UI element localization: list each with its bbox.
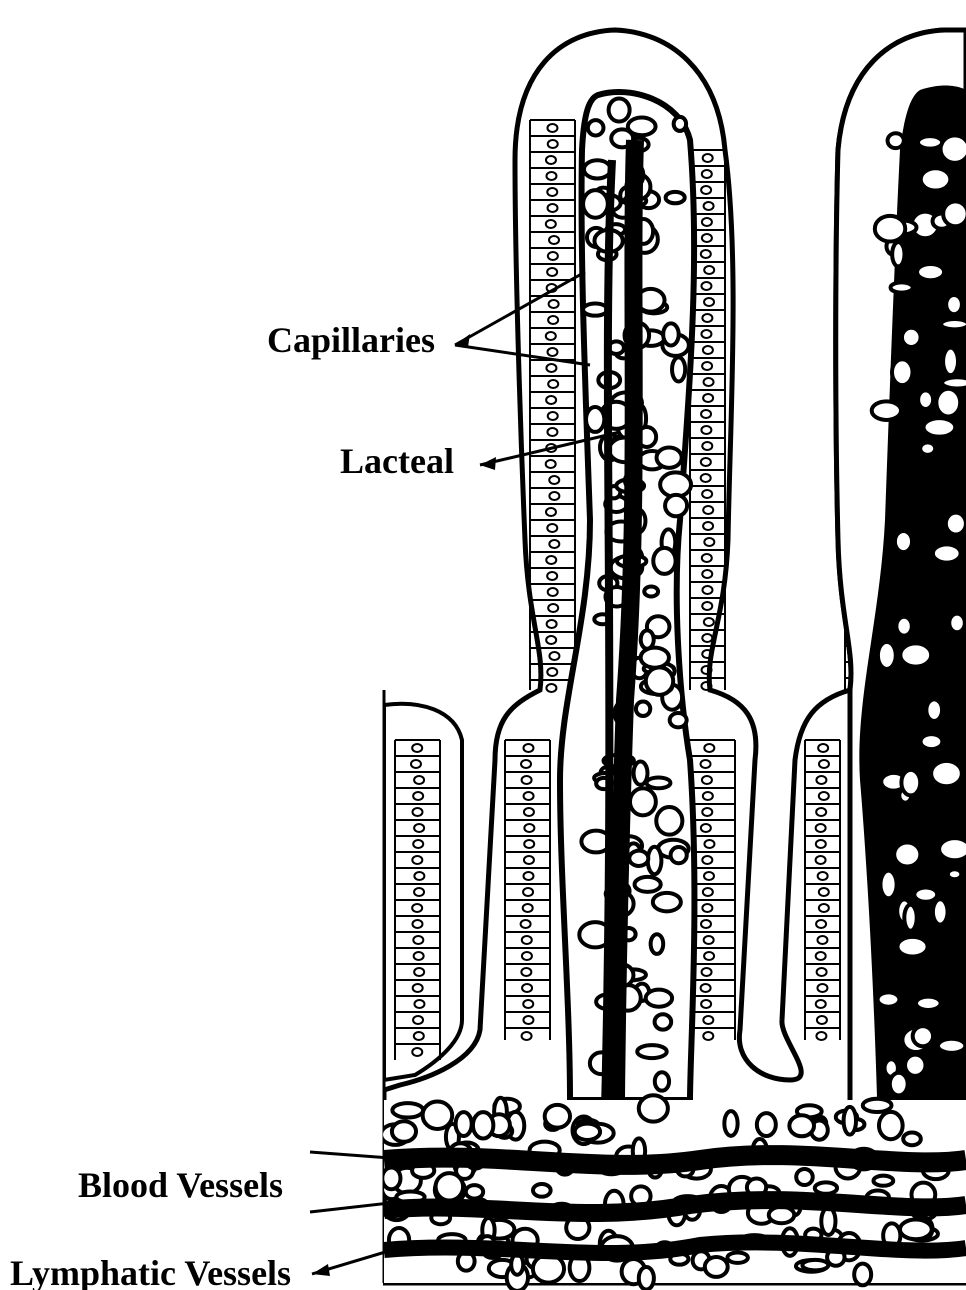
- arrowhead-capillaries: [455, 334, 470, 347]
- blood-vessel-band-2: [384, 1200, 966, 1213]
- arrowhead-lymphatic: [312, 1264, 330, 1276]
- leader-blood-vessels-1: [310, 1152, 390, 1158]
- leader-blood-vessels-2: [310, 1203, 390, 1212]
- label-blood-vessels: Blood Vessels: [78, 1165, 283, 1205]
- submucosa: [381, 1095, 966, 1290]
- label-capillaries: Capillaries: [267, 320, 435, 360]
- epithelial-cells-left: [395, 740, 440, 1060]
- lymphatic-vessel-band: [384, 1242, 966, 1253]
- blood-vessel-band: [384, 1155, 966, 1165]
- label-lymphatic-vessels: Lymphatic Vessels: [10, 1253, 291, 1290]
- label-lacteal: Lacteal: [340, 441, 454, 481]
- villus-left-partial: [384, 704, 462, 1080]
- villus-right: [836, 30, 966, 1283]
